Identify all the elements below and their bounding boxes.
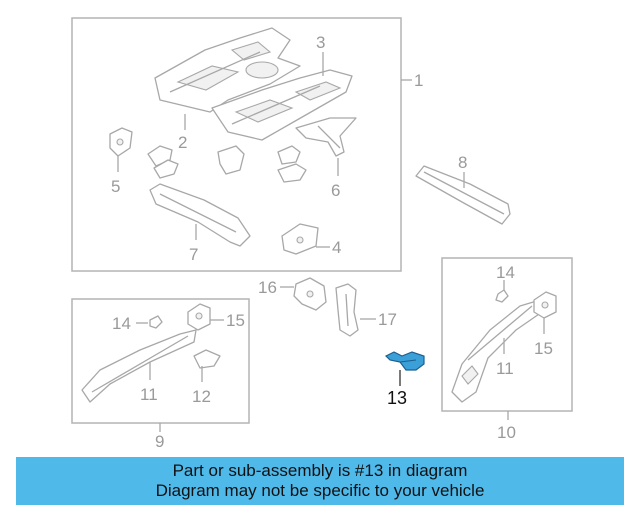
part-reinforcement-8	[415, 165, 511, 225]
callout-1: 1	[414, 71, 423, 90]
callout-4: 4	[332, 238, 341, 257]
banner-line-2: Diagram may not be specific to your vehi…	[155, 481, 485, 500]
part-bracket-15-right	[533, 291, 557, 319]
callout-13: 13	[387, 388, 407, 408]
callout-14-left: 14	[112, 314, 131, 333]
part-side-sill-11-right	[451, 299, 543, 403]
callout-12: 12	[192, 387, 211, 406]
group-box-1	[71, 17, 402, 272]
part-small-brackets	[147, 145, 307, 183]
part-crossmember	[295, 117, 357, 157]
callout-8: 8	[458, 153, 467, 172]
part-side-sill-11-left	[81, 329, 197, 403]
callout-11-left: 11	[140, 385, 158, 404]
info-banner: Part or sub-assembly is #13 in diagram D…	[16, 457, 624, 505]
part-bracket-4	[281, 223, 319, 255]
part-bracket-16	[293, 277, 327, 311]
part-floor-pan	[154, 27, 301, 113]
callout-9: 9	[155, 432, 164, 451]
part-bracket-5	[109, 127, 133, 157]
callout-14-right: 14	[496, 263, 515, 282]
callout-15-right: 15	[534, 339, 553, 358]
callout-5: 5	[111, 177, 120, 196]
callout-6: 6	[331, 181, 340, 200]
part-13-highlighted[interactable]	[384, 351, 425, 371]
part-bracket-15-left	[187, 303, 211, 331]
group-box-10	[441, 257, 573, 412]
part-rear-floor	[211, 69, 353, 141]
callout-17: 17	[378, 310, 397, 329]
callout-16: 16	[258, 278, 277, 297]
callout-10: 10	[497, 423, 516, 442]
part-clip-14-left	[149, 315, 163, 329]
callout-2: 2	[178, 133, 187, 152]
part-pillar-17	[335, 283, 359, 337]
callout-15-left: 15	[226, 311, 245, 330]
group-box-9	[71, 298, 250, 424]
part-bracket-12	[193, 349, 221, 369]
part-side-rail	[149, 183, 251, 247]
part-clip-14-right	[495, 289, 509, 303]
callout-11-right: 11	[496, 359, 514, 378]
callout-7: 7	[189, 245, 198, 264]
banner-line-1: Part or sub-assembly is #13 in diagram	[172, 461, 468, 480]
callout-3: 3	[316, 33, 325, 52]
